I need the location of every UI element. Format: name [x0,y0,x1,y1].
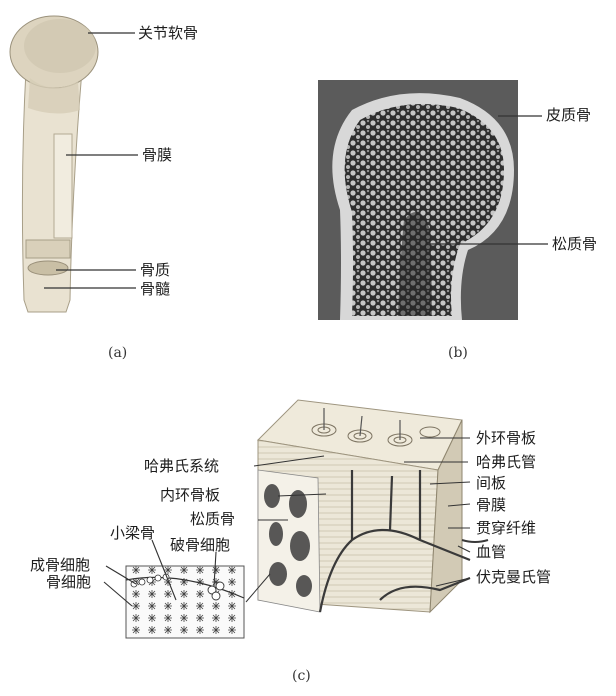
label-articular-cartilage: 关节软骨 [138,24,198,42]
periosteum-flap [54,134,72,238]
label-cancellous-bone-b: 松质骨 [552,235,597,253]
caption-c: (c) [292,668,311,684]
bone-cut-section [26,240,70,258]
label-outer-lamellae: 外环骨板 [476,429,536,447]
label-inner-lamellae: 内环骨板 [160,486,220,504]
label-bone-substance: 骨质 [140,261,170,279]
label-bone-marrow: 骨髓 [140,280,170,298]
label-cancellous-bone-c: 松质骨 [190,510,235,528]
label-volkmann-canal: 伏克曼氏管 [476,568,551,586]
label-osteocyte: 骨细胞 [46,573,91,591]
label-periosteum-a: 骨膜 [142,146,172,164]
label-trabecula: 小梁骨 [110,524,155,542]
label-interstitial-lamellae: 间板 [476,474,506,492]
caption-b: (b) [448,345,468,361]
caption-a: (a) [108,345,127,361]
label-haversian-canal: 哈弗氏管 [476,453,536,471]
label-osteoblast: 成骨细胞 [30,556,90,574]
trabecula-inset [126,566,270,638]
marrow-cavity [28,261,68,275]
label-haversian-system: 哈弗氏系统 [144,457,219,475]
label-osteoclast: 破骨细胞 [170,536,230,554]
label-perforating-fibers: 贯穿纤维 [476,519,536,537]
panel-a-long-bone [10,16,98,312]
label-blood-vessel: 血管 [476,543,506,561]
label-cortical-bone: 皮质骨 [546,106,591,124]
label-periosteum-c: 骨膜 [476,496,506,514]
panel-b-xray [318,80,518,320]
